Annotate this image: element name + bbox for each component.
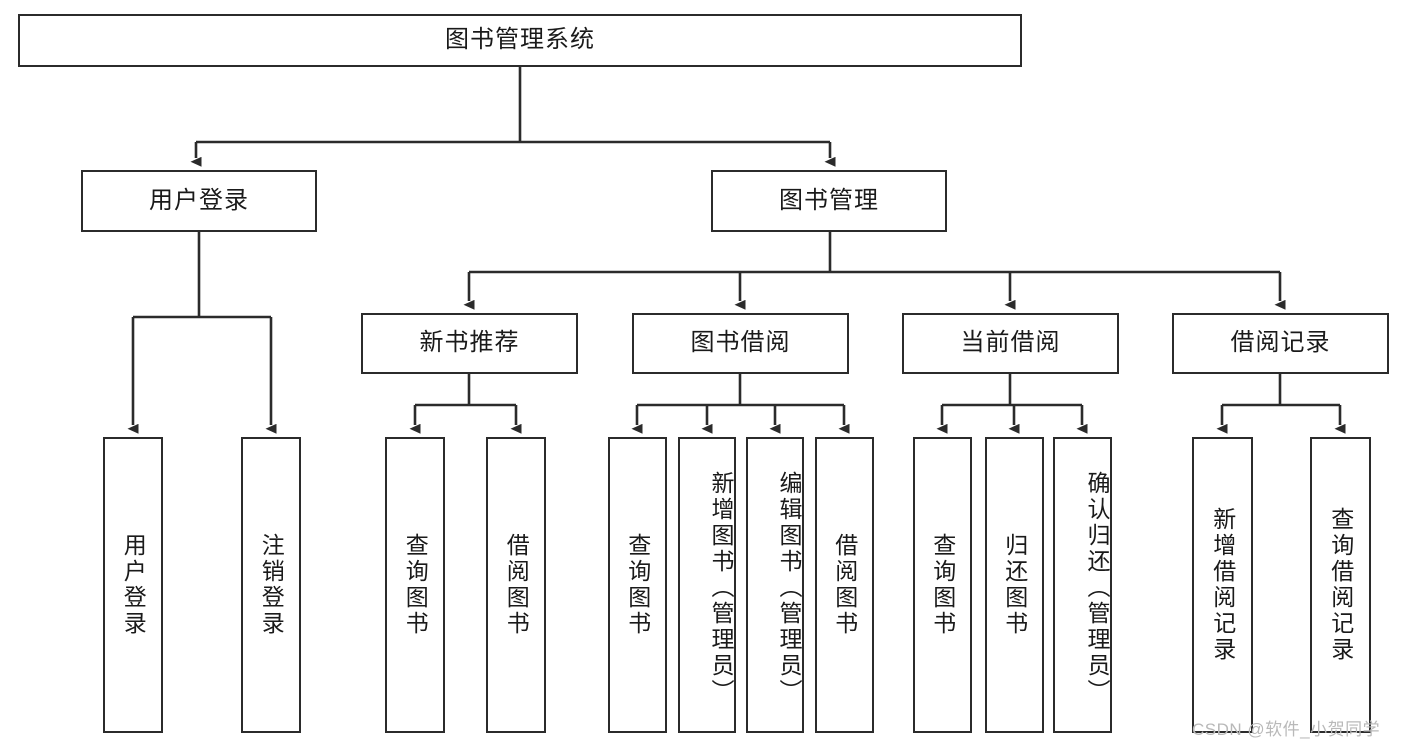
node-leaf-query-borrow-record-label: 查询借阅记录: [1327, 507, 1354, 663]
node-root-label: 图书管理系统: [445, 26, 595, 54]
node-root[interactable]: 图书管理系统: [18, 14, 1022, 67]
node-leaf-query-book-current[interactable]: 查询图书: [913, 437, 972, 733]
node-leaf-add-book-admin[interactable]: 新增图书（管理员）: [678, 437, 736, 733]
node-leaf-query-book-current-label: 查询图书: [929, 533, 956, 637]
node-current-borrow[interactable]: 当前借阅: [902, 313, 1119, 374]
connector-newbook-to-leaves: [409, 374, 522, 434]
node-book-borrow-label: 图书借阅: [690, 329, 791, 357]
node-leaf-query-book-borrow[interactable]: 查询图书: [608, 437, 667, 733]
connector-borrowrecords-to-leaves: [1216, 374, 1346, 434]
node-leaf-query-book-borrow-label: 查询图书: [624, 533, 651, 637]
node-leaf-logout-label: 注销登录: [258, 533, 285, 637]
node-book-borrow[interactable]: 图书借阅: [632, 313, 849, 374]
node-leaf-user-login-label: 用户登录: [120, 533, 147, 637]
node-book-management-label: 图书管理: [779, 186, 879, 214]
node-leaf-query-book-rec[interactable]: 查询图书: [385, 437, 445, 733]
node-leaf-edit-book-admin-label: 编辑图书（管理员）: [776, 471, 802, 705]
node-new-book-recommend-label: 新书推荐: [419, 329, 520, 357]
node-user-login-label: 用户登录: [149, 186, 249, 214]
node-leaf-borrow-book-rec-label: 借阅图书: [503, 533, 530, 637]
connector-currentborrow-to-leaves: [936, 374, 1088, 434]
node-current-borrow-label: 当前借阅: [960, 329, 1061, 357]
node-borrow-records[interactable]: 借阅记录: [1172, 313, 1389, 374]
node-leaf-add-borrow-record-label: 新增借阅记录: [1209, 507, 1236, 663]
node-leaf-add-borrow-record[interactable]: 新增借阅记录: [1192, 437, 1253, 733]
node-leaf-user-login[interactable]: 用户登录: [103, 437, 163, 733]
node-borrow-records-label: 借阅记录: [1230, 329, 1331, 357]
node-leaf-return-book-label: 归还图书: [1001, 533, 1028, 637]
node-leaf-query-borrow-record[interactable]: 查询借阅记录: [1310, 437, 1371, 733]
node-book-management[interactable]: 图书管理: [711, 170, 947, 232]
node-leaf-return-book[interactable]: 归还图书: [985, 437, 1044, 733]
connector-bookborrow-to-leaves: [631, 374, 850, 434]
node-leaf-borrow-book-label: 借阅图书: [831, 533, 858, 637]
csdn-watermark: CSDN @软件_小贺同学: [1192, 720, 1381, 739]
node-leaf-logout[interactable]: 注销登录: [241, 437, 301, 733]
node-leaf-query-book-rec-label: 查询图书: [402, 533, 429, 637]
node-leaf-confirm-return-admin-label: 确认归还（管理员）: [1084, 471, 1110, 705]
node-leaf-add-book-admin-label: 新增图书（管理员）: [708, 471, 734, 705]
node-leaf-edit-book-admin[interactable]: 编辑图书（管理员）: [746, 437, 804, 733]
node-user-login[interactable]: 用户登录: [81, 170, 317, 232]
node-leaf-borrow-book[interactable]: 借阅图书: [815, 437, 874, 733]
connector-root-to-level2: [190, 67, 836, 167]
node-new-book-recommend[interactable]: 新书推荐: [361, 313, 578, 374]
node-leaf-borrow-book-rec[interactable]: 借阅图书: [486, 437, 546, 733]
connector-userlogin-to-leaves: [127, 232, 277, 434]
node-leaf-confirm-return-admin[interactable]: 确认归还（管理员）: [1053, 437, 1112, 733]
connector-bookmgmt-to-level3: [463, 232, 1286, 310]
